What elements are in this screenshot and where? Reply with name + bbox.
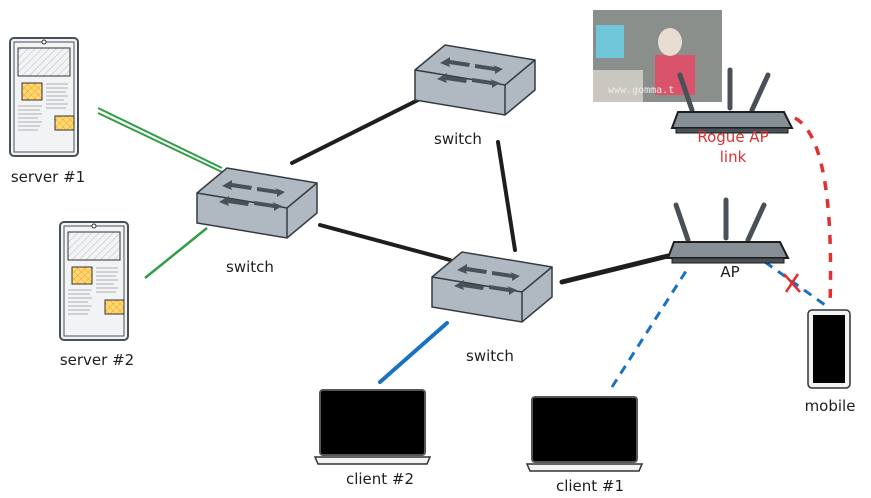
switch-icon: [414, 44, 536, 116]
client-2[interactable]: client #2: [314, 389, 431, 488]
switch-bottom-label: switch: [466, 347, 514, 365]
mobile-label: mobile: [805, 397, 856, 415]
switch-top-label: switch: [434, 130, 482, 148]
tablet-server-icon: [59, 221, 129, 341]
edge-switch-ap: [559, 252, 675, 285]
rogue-photo: www.gomma.t: [593, 10, 722, 102]
server-1-label: server #1: [11, 168, 85, 186]
edge-server2-switch: [144, 227, 208, 279]
switch-left-label: switch: [226, 258, 274, 276]
blocked-x-icon: [783, 273, 801, 293]
mobile[interactable]: mobile: [805, 309, 856, 415]
server-1[interactable]: server #1: [9, 37, 85, 186]
edge-switch-client2: [378, 321, 449, 384]
laptop-icon: [526, 396, 643, 472]
router-icon: [668, 200, 788, 263]
rogue-ap-label: Rogue AP: [697, 128, 768, 146]
server-2-label: server #2: [60, 351, 134, 369]
edge-switch-left-top: [290, 98, 420, 165]
laptop-icon: [314, 389, 431, 465]
edge-server1-switch: [97, 107, 223, 173]
client-1[interactable]: client #1: [526, 396, 643, 495]
switch-left[interactable]: switch: [196, 167, 318, 276]
photo-watermark: www.gomma.t: [608, 85, 674, 96]
switch-bottom[interactable]: switch: [431, 251, 553, 365]
client-2-label: client #2: [346, 470, 414, 488]
edge-switch-left-bottom: [318, 223, 452, 262]
client-1-label: client #1: [556, 477, 624, 495]
switch-icon: [196, 167, 318, 239]
ap-label: AP: [720, 263, 739, 281]
edge-rogue-mobile: [794, 116, 833, 306]
tablet-server-icon: [9, 37, 79, 157]
edge-switch-top-bottom: [496, 140, 517, 252]
server-2[interactable]: server #2: [59, 221, 134, 369]
rogue-ap-label-link: link: [720, 148, 747, 166]
rogue-ap[interactable]: Rogue AP link: [672, 70, 792, 166]
ap[interactable]: AP: [668, 200, 788, 281]
edge-ap-client1: [610, 267, 690, 388]
switch-icon: [431, 251, 553, 323]
edge-ap-mobile: [764, 260, 826, 307]
switch-top[interactable]: switch: [414, 44, 536, 148]
